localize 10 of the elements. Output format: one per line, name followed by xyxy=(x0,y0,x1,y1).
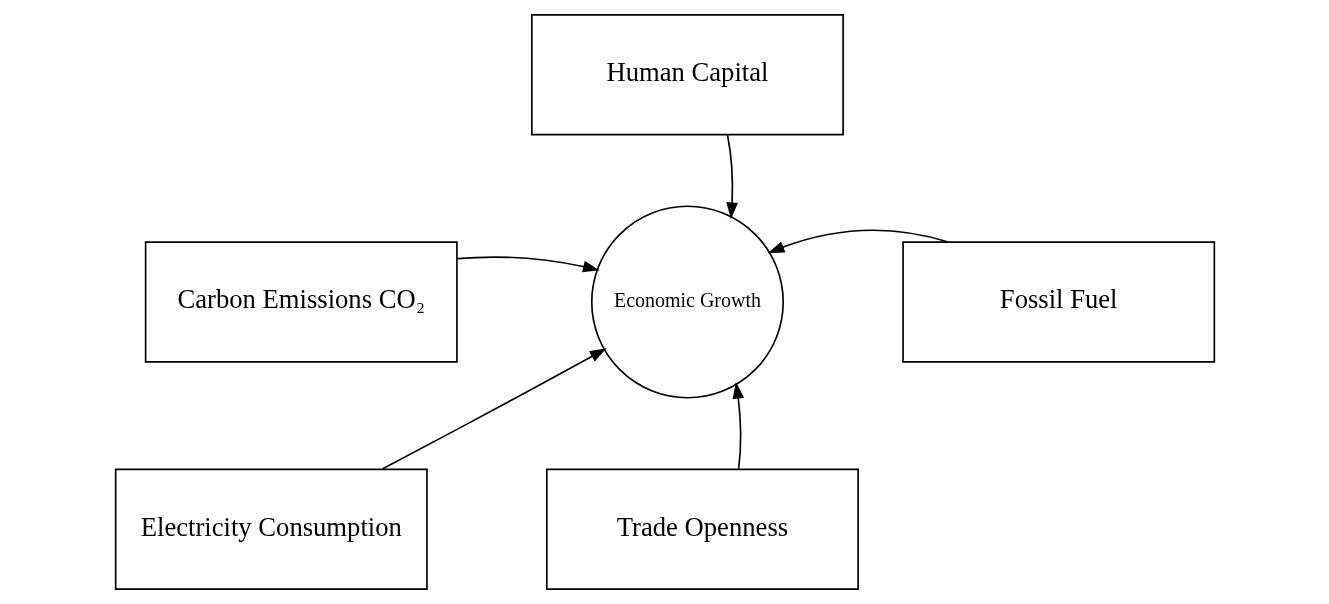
node-box: Trade Openness xyxy=(545,468,859,590)
arrow xyxy=(725,134,738,220)
node-box: Carbon Emissions CO₂ xyxy=(144,241,458,363)
node-box: Fossil Fuel xyxy=(901,241,1215,363)
arrow xyxy=(456,256,600,273)
node-box: Human Capital xyxy=(530,14,844,136)
arrow xyxy=(381,348,606,470)
arrow xyxy=(732,382,744,470)
arrow xyxy=(767,229,949,254)
node-box: Electricity Consumption xyxy=(114,468,428,590)
